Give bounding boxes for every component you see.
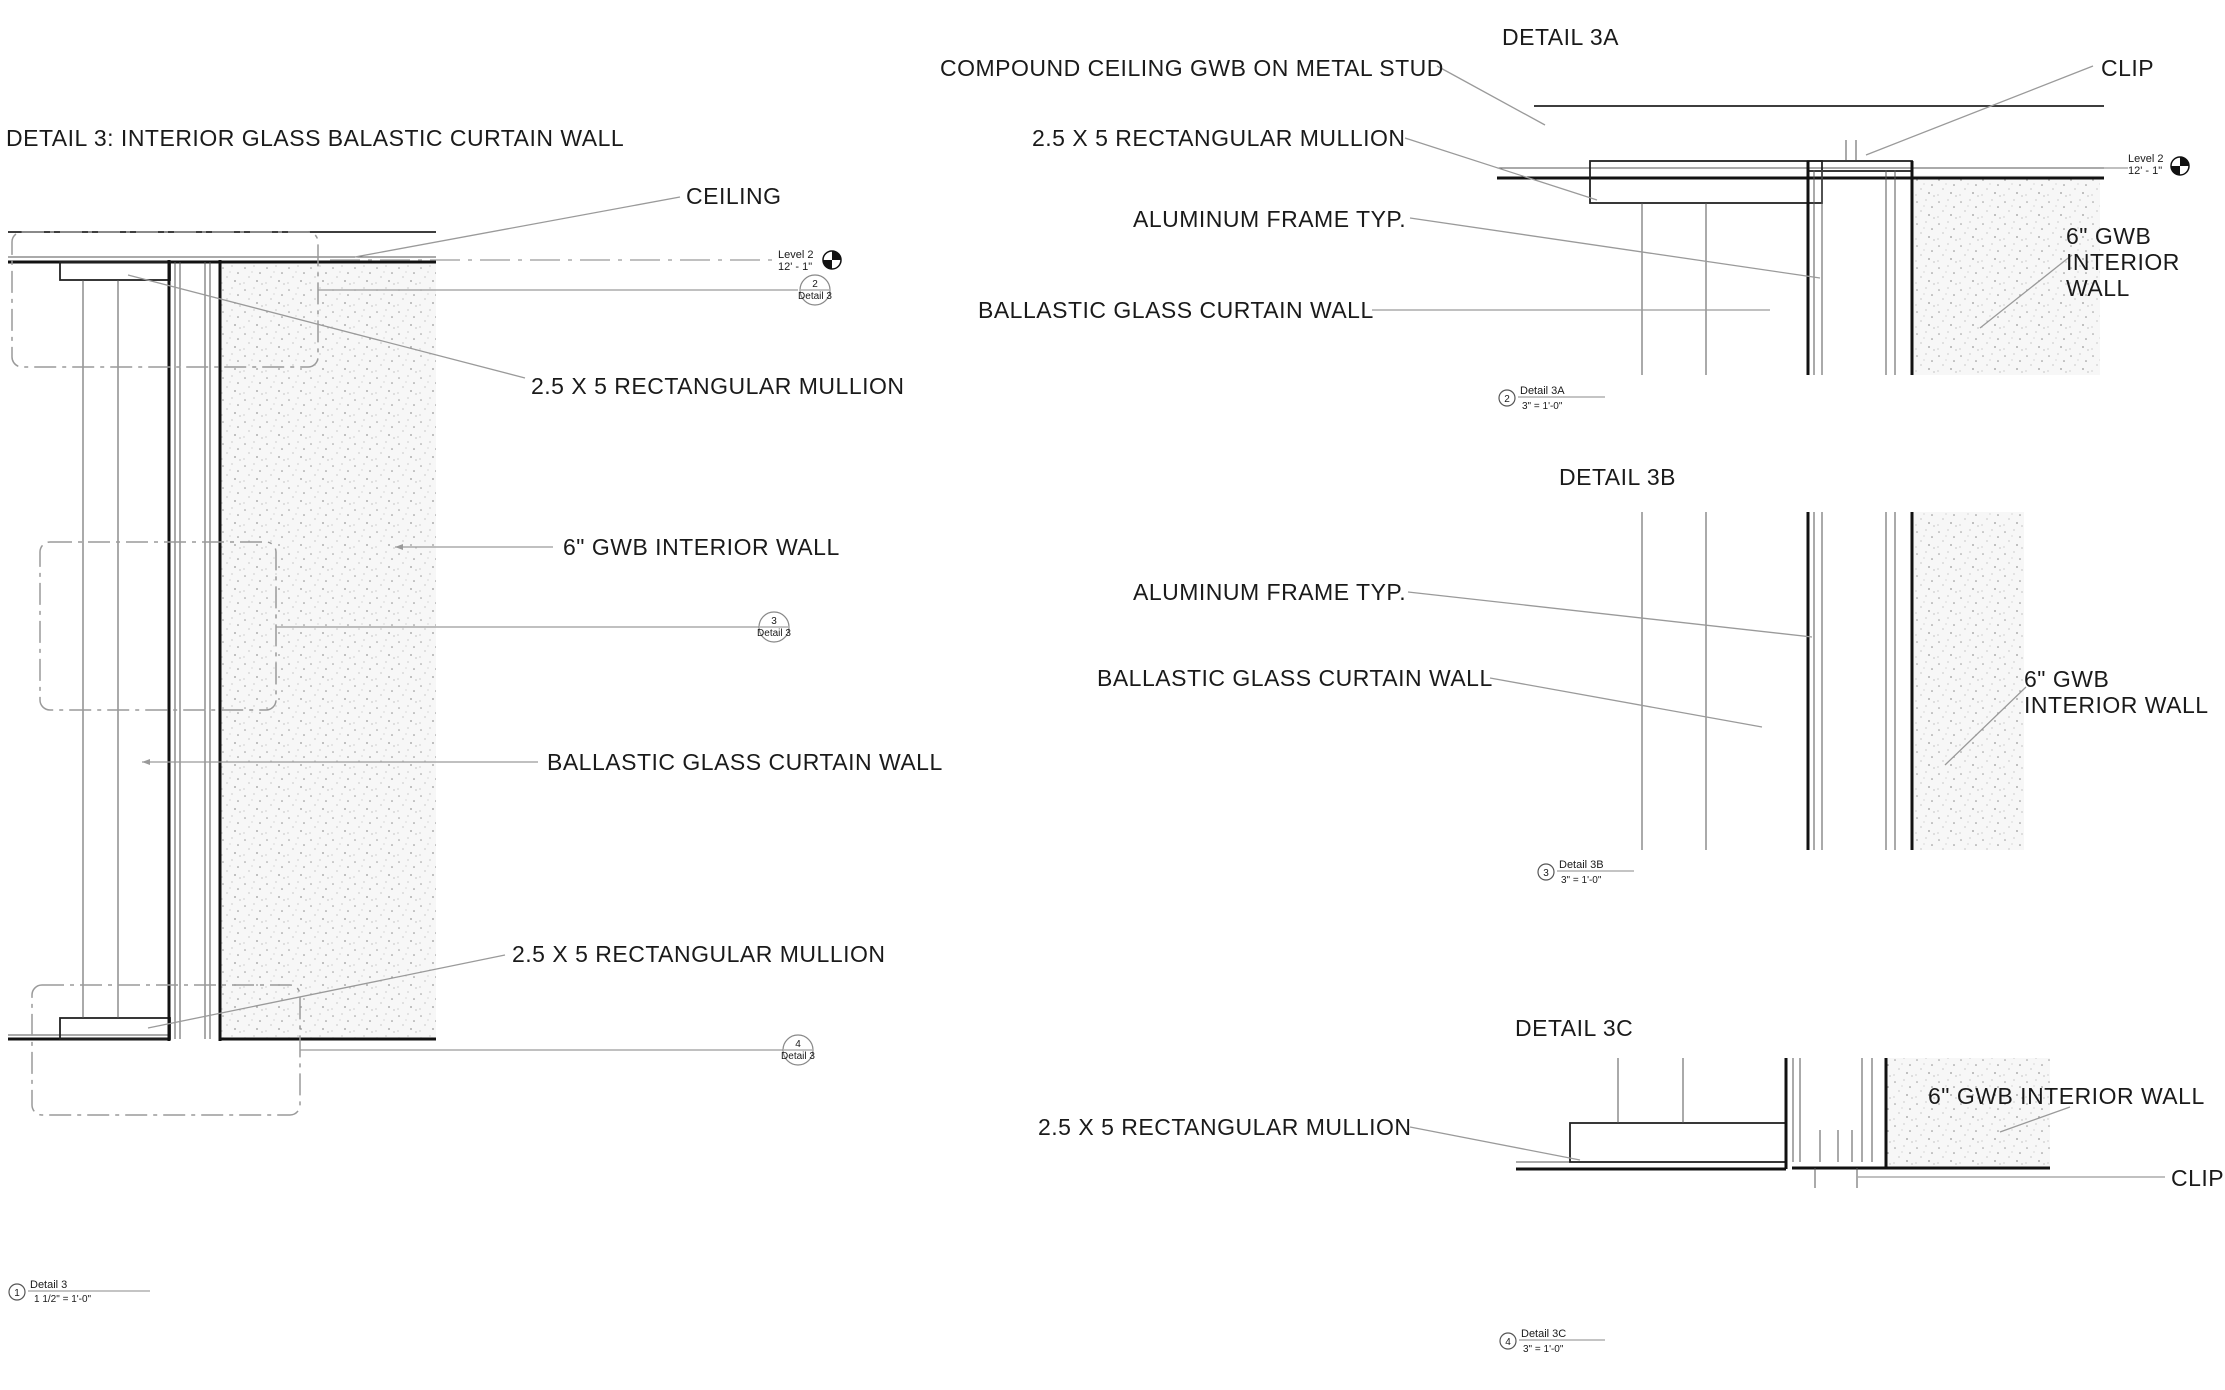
detail-3a-title: DETAIL 3A [1502, 24, 1619, 50]
detail-3c-note-clip: CLIP [2171, 1165, 2224, 1191]
level-elevation: 12' - 1" [778, 261, 812, 273]
detail-3c-title: DETAIL 3C [1515, 1015, 1633, 1041]
svg-text:3" = 1'-0": 3" = 1'-0" [1561, 875, 1602, 886]
detail-3a-mullion [1589, 160, 1823, 204]
top-mullion [59, 261, 171, 281]
detail-3a-level-elevation: 12' - 1" [2128, 165, 2162, 177]
detail-3c-gwb-fill [1886, 1058, 2050, 1168]
svg-text:2: 2 [1504, 394, 1510, 405]
detail-3b-title: DETAIL 3B [1559, 464, 1676, 490]
detail-3-title: DETAIL 3: INTERIOR GLASS BALASTIC CURTAI… [6, 125, 624, 151]
detail-3a-note-gwb-2: INTERIOR [2066, 249, 2180, 275]
bottom-mullion [59, 1017, 171, 1040]
note-ceiling: CEILING [686, 183, 782, 209]
note-mullion-top: 2.5 X 5 RECTANGULAR MULLION [531, 373, 905, 399]
detail-3c-note-gwb: 6" GWB INTERIOR WALL [1928, 1083, 2205, 1109]
svg-text:Detail 3C: Detail 3C [1521, 1328, 1566, 1340]
detail-3a: DETAIL 3A COMPOUND CEILING GWB ON METAL … [940, 24, 2190, 412]
detail-3a-level-name: Level 2 [2128, 153, 2163, 165]
detail-3b-gwb-fill [1912, 512, 2024, 850]
svg-text:Detail 3: Detail 3 [798, 291, 832, 302]
detail-3b-note-glass: BALLASTIC GLASS CURTAIN WALL [1097, 665, 1493, 691]
svg-text:Detail 3: Detail 3 [757, 628, 791, 639]
note-glass-wall: BALLASTIC GLASS CURTAIN WALL [547, 749, 943, 775]
gwb-wall-fill [220, 262, 436, 1039]
note-mullion-bottom: 2.5 X 5 RECTANGULAR MULLION [512, 941, 886, 967]
svg-text:3" = 1'-0": 3" = 1'-0" [1523, 1344, 1564, 1355]
view-tag-detail-3c: 4 Detail 3C 3" = 1'-0" [1499, 1328, 1605, 1355]
detail-3a-note-glass: BALLASTIC GLASS CURTAIN WALL [978, 297, 1374, 323]
svg-text:4: 4 [1505, 1337, 1511, 1348]
detail-3a-gwb-fill [1912, 175, 2100, 375]
callout-3[interactable]: 3 Detail 3 [757, 611, 791, 643]
detail-3: DETAIL 3: INTERIOR GLASS BALASTIC CURTAI… [6, 125, 943, 1305]
detail-3a-note-mullion: 2.5 X 5 RECTANGULAR MULLION [1032, 125, 1406, 151]
svg-text:1: 1 [14, 1288, 20, 1299]
detail-3b-note-gwb-2: INTERIOR WALL [2024, 692, 2209, 718]
view-tag-detail-3b: 3 Detail 3B 3" = 1'-0" [1537, 859, 1634, 886]
svg-text:Detail 3: Detail 3 [781, 1051, 815, 1062]
detail-3a-note-frame: ALUMINUM FRAME TYP. [1133, 206, 1406, 232]
detail-3b-note-frame: ALUMINUM FRAME TYP. [1133, 579, 1406, 605]
crop-detail-3b [39, 541, 277, 711]
svg-text:Detail 3A: Detail 3A [1520, 385, 1565, 397]
detail-3a-note-gwb-1: 6" GWB [2066, 223, 2151, 249]
callout-4[interactable]: 4 Detail 3 [781, 1034, 815, 1066]
svg-text:3: 3 [771, 616, 777, 627]
detail-3b: DETAIL 3B ALUMINUM FRAME TYP. BALLASTIC … [1097, 464, 2209, 886]
svg-text:3: 3 [1543, 868, 1549, 879]
detail-3a-note-gwb-3: WALL [2066, 275, 2130, 301]
detail-3b-note-gwb-1: 6" GWB [2024, 666, 2109, 692]
view-tag-detail-3: 1 Detail 3 1 1/2" = 1'-0" [8, 1279, 150, 1305]
view-tag-detail-3a: 2 Detail 3A 3" = 1'-0" [1498, 385, 1605, 412]
note-gwb-wall: 6" GWB INTERIOR WALL [563, 534, 840, 560]
svg-text:Detail 3B: Detail 3B [1559, 859, 1604, 871]
detail-3c: DETAIL 3C 2.5 X 5 RECTANGULAR MULLION 6"… [1038, 1015, 2224, 1355]
svg-text:Detail 3: Detail 3 [30, 1279, 67, 1291]
svg-text:2: 2 [812, 279, 818, 290]
detail-3c-note-mullion: 2.5 X 5 RECTANGULAR MULLION [1038, 1114, 1412, 1140]
svg-text:4: 4 [795, 1039, 801, 1050]
detail-3c-mullion [1569, 1122, 1787, 1163]
detail-3a-note-clip: CLIP [2101, 55, 2154, 81]
crop-detail-3a [11, 231, 319, 368]
callout-2[interactable]: 2 Detail 3 [798, 274, 832, 306]
detail-3a-note-ceiling: COMPOUND CEILING GWB ON METAL STUD [940, 55, 1444, 81]
svg-text:1 1/2" = 1'-0": 1 1/2" = 1'-0" [34, 1294, 92, 1305]
level-head-icon [822, 250, 842, 270]
detail-3a-level-head-icon [2170, 156, 2190, 176]
svg-text:3" = 1'-0": 3" = 1'-0" [1522, 401, 1563, 412]
level-name: Level 2 [778, 249, 813, 261]
